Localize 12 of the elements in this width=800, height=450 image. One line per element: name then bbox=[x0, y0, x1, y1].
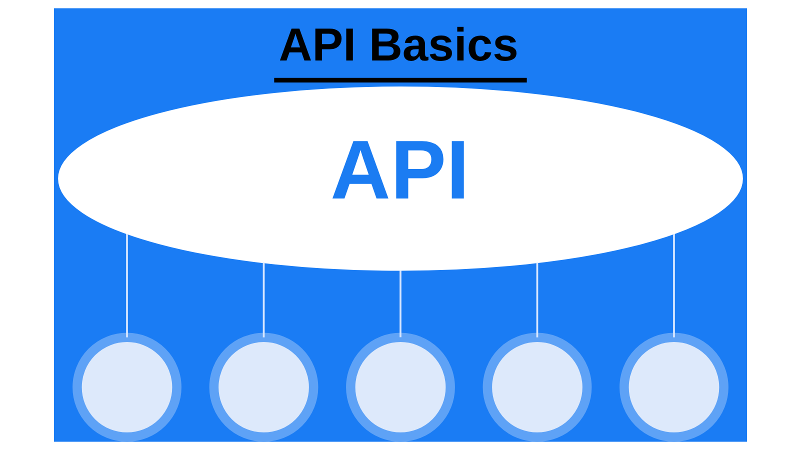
connector bbox=[126, 234, 128, 338]
node-circle bbox=[72, 332, 181, 442]
diagram-title: API Basics bbox=[278, 18, 518, 70]
node-circle bbox=[346, 332, 454, 442]
connector bbox=[262, 262, 264, 338]
node-circle bbox=[619, 332, 728, 442]
node-circle bbox=[482, 332, 592, 442]
connector bbox=[399, 270, 401, 338]
node-ellipse: API bbox=[58, 86, 742, 271]
connector bbox=[672, 234, 674, 338]
node-circle bbox=[208, 332, 318, 442]
connector bbox=[536, 262, 538, 338]
